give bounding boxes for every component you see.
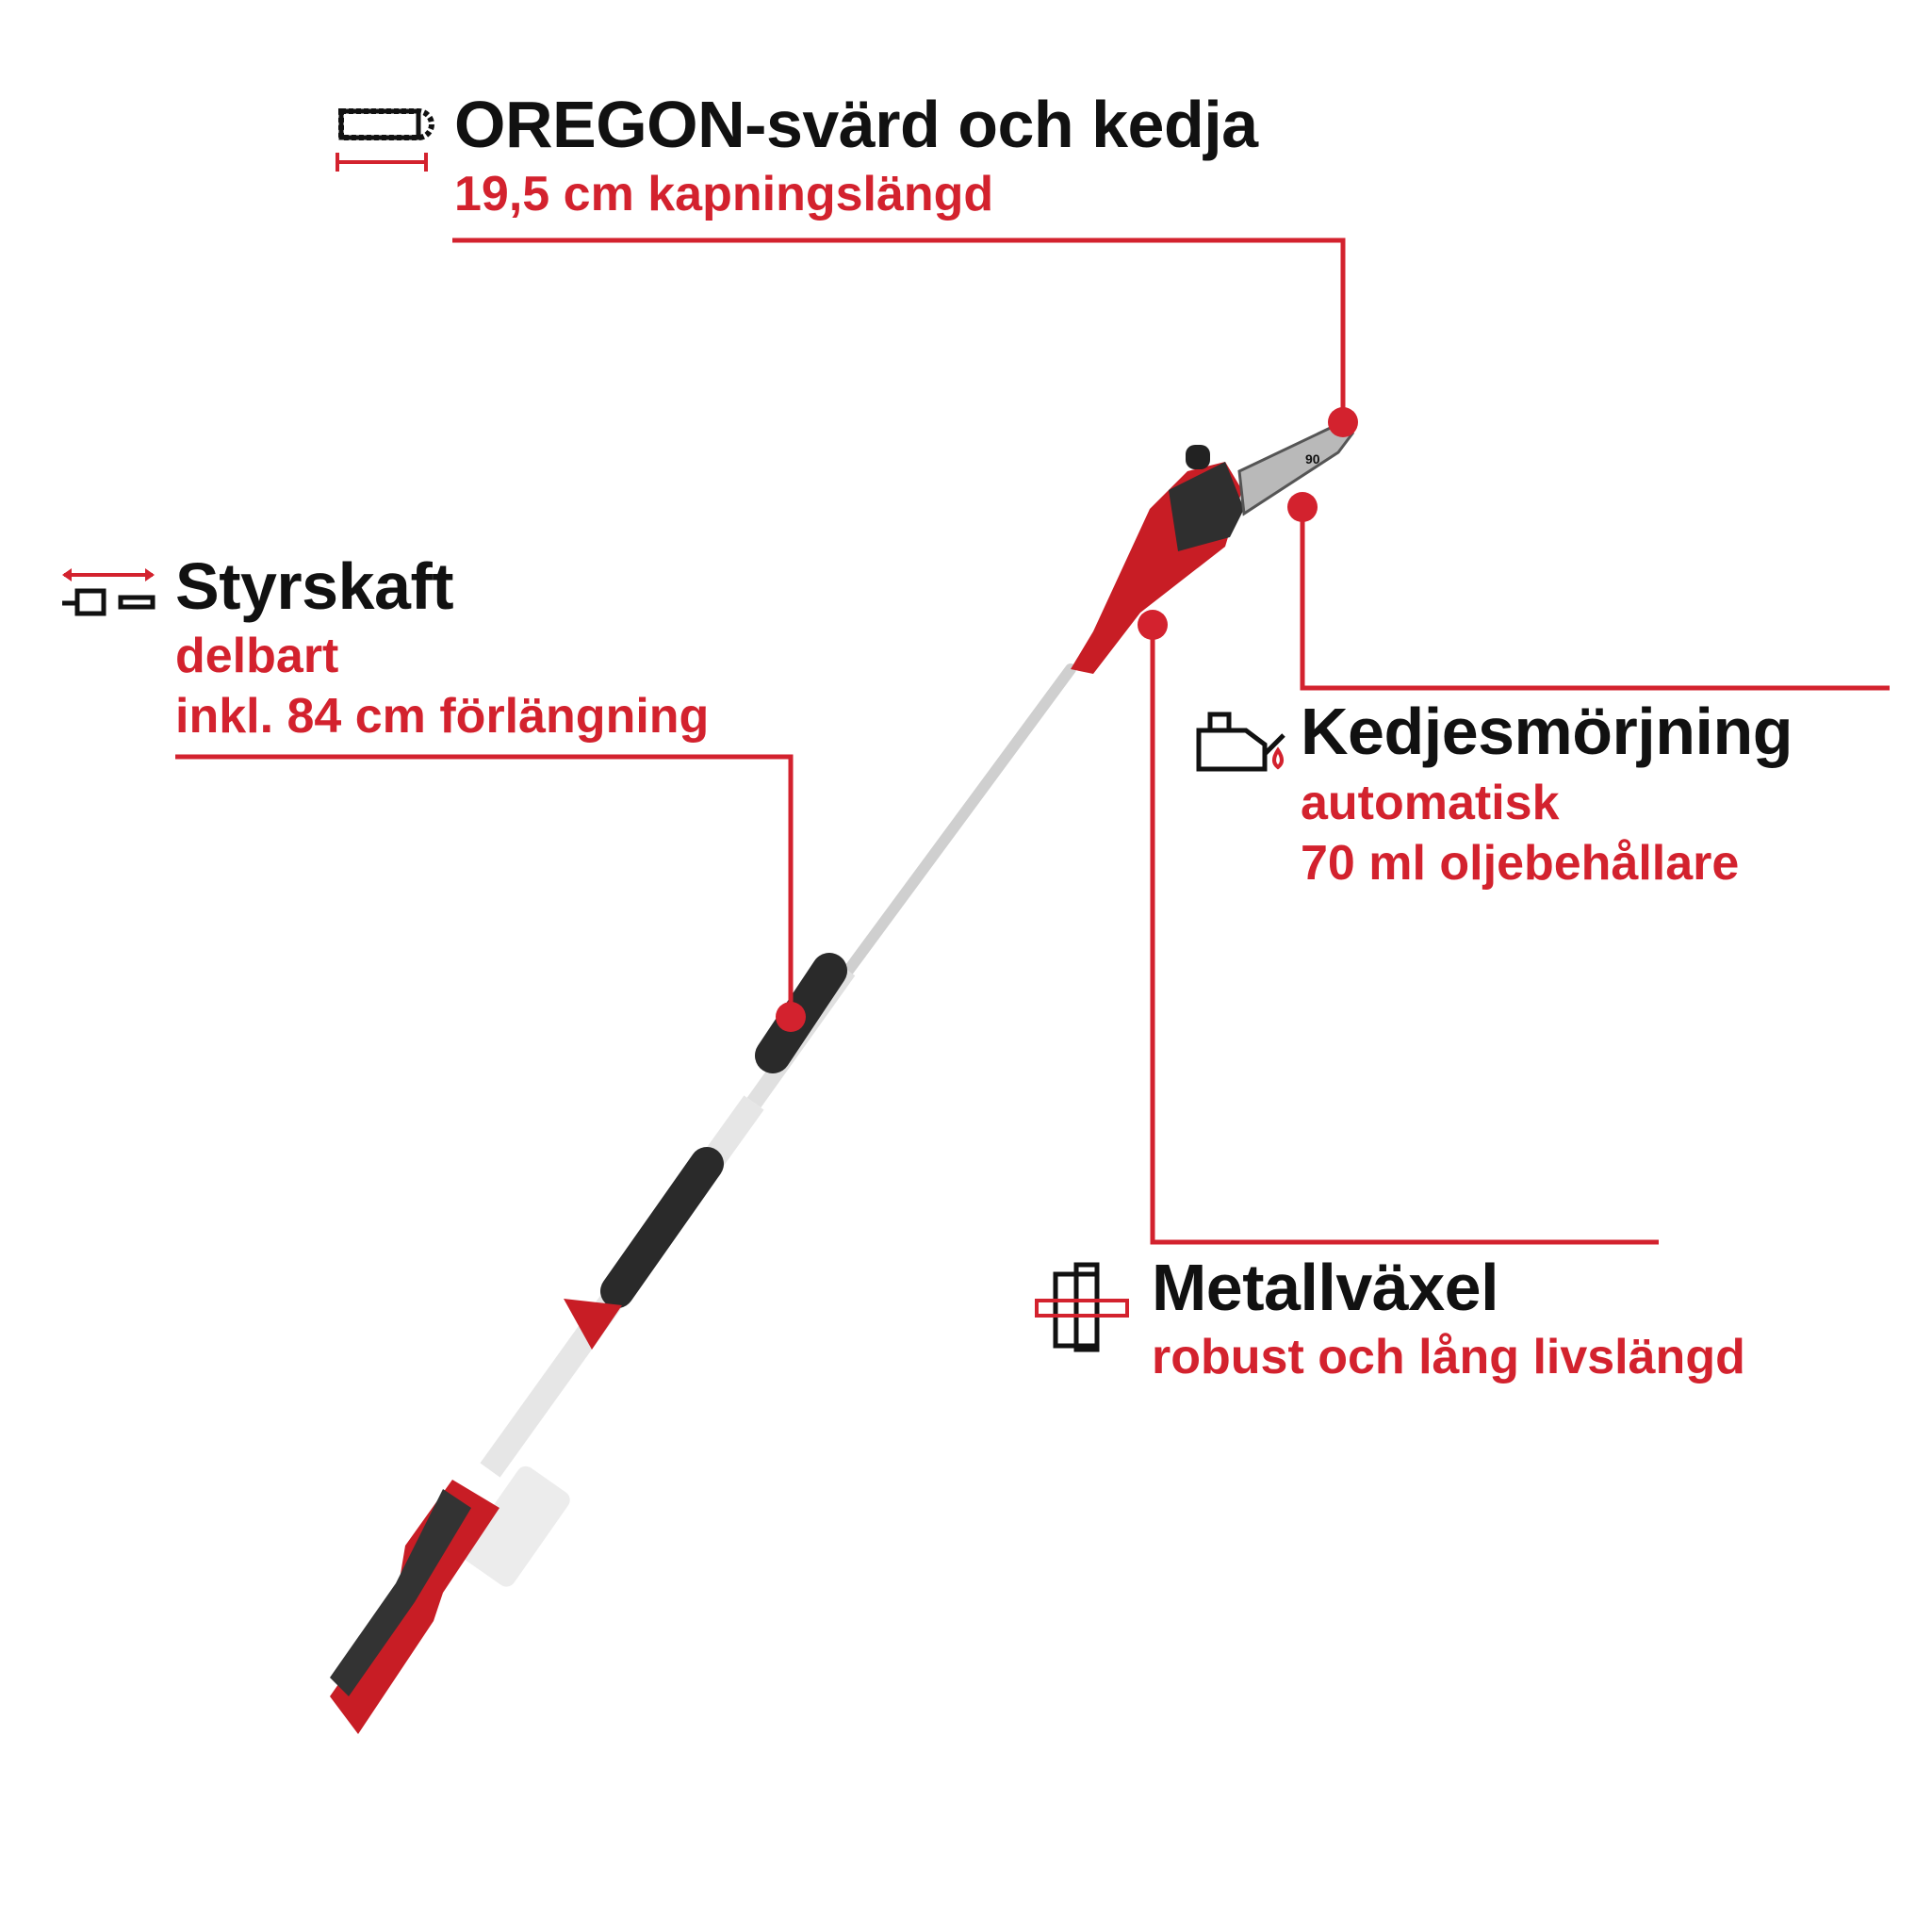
feature-line-shaft-extension: inkl. 84 cm förlängning [175,689,710,744]
chain-bar-icon [336,108,434,172]
callout-dot-chain [1328,407,1358,437]
bar-marking: 90 [1305,451,1320,467]
callout-dots [776,407,1358,1032]
telescopic-shaft-icon [62,568,156,616]
oil-can-icon [1196,712,1285,772]
gear-icon [1035,1262,1129,1352]
callout-line-chain [452,237,1346,422]
feature-title-chain: OREGON-svärd och kedja [454,88,1258,161]
feature-line-oil-auto: automatisk [1301,776,1560,830]
feature-title-shaft: Styrskaft [175,549,454,623]
pole-saw: 90 [330,422,1355,1734]
callout-line-shaft [175,754,794,1017]
callout-dot-oil [1287,492,1318,522]
callout-line-gear [1150,625,1659,1245]
feature-line-oil-tank: 70 ml oljebehållare [1301,836,1740,891]
feature-title-gear: Metallväxel [1152,1251,1499,1324]
feature-line-shaft-divisible: delbart [175,629,339,683]
feature-line-gear-robust: robust och lång livslängd [1152,1330,1745,1384]
feature-title-oil: Kedjesmörjning [1301,695,1793,768]
callout-lines [175,237,1890,1245]
feature-line-chain-cutting-length: 19,5 cm kapningslängd [454,167,994,221]
callout-line-oil [1300,507,1890,691]
callout-dot-gear [1138,610,1168,640]
callout-dot-shaft [776,1002,806,1032]
